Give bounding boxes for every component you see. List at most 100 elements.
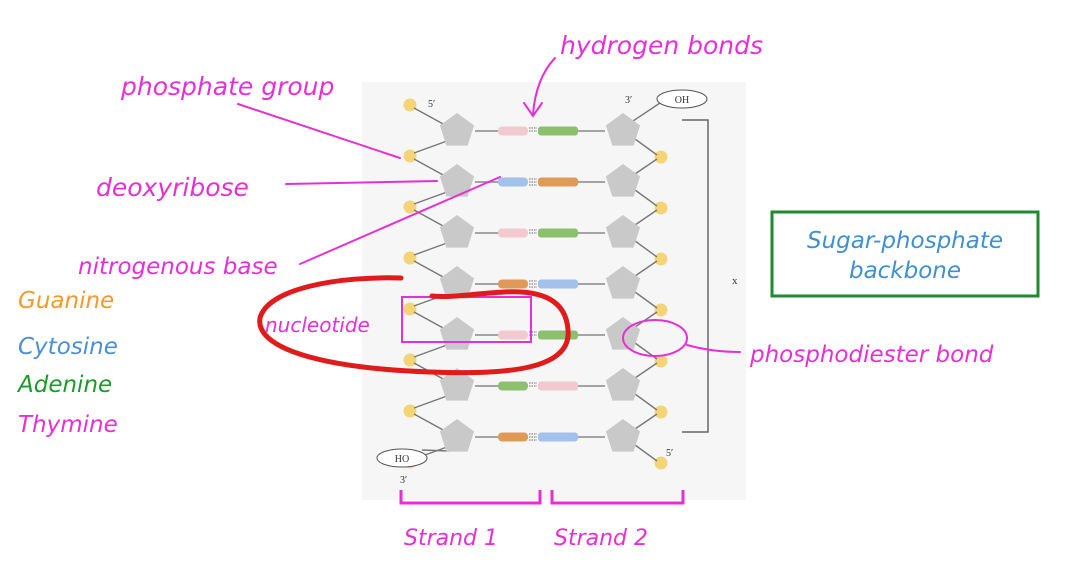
phosphate-left bbox=[403, 302, 417, 316]
base-right-cytosine bbox=[538, 432, 578, 442]
base-right-guanine bbox=[538, 177, 578, 187]
x-mark: x bbox=[732, 275, 738, 287]
bond-right-down bbox=[634, 393, 658, 411]
phosphate-left bbox=[403, 353, 417, 367]
legend-guanine: Guanine bbox=[18, 288, 114, 314]
base-left-adenine bbox=[498, 381, 528, 391]
base-left-cytosine bbox=[498, 177, 528, 187]
base-left-thymine bbox=[498, 126, 528, 136]
sugar-right bbox=[605, 266, 641, 299]
figure-background bbox=[362, 82, 746, 500]
bond-left-bottom bbox=[421, 449, 450, 452]
legend-adenine: Adenine bbox=[16, 372, 112, 398]
ho-label: HO bbox=[395, 454, 409, 465]
deoxyribose-pointer bbox=[285, 180, 438, 185]
phosphate-left bbox=[403, 200, 417, 214]
base-left-guanine bbox=[498, 279, 528, 289]
backbone-box bbox=[770, 210, 1040, 298]
five-prime-label-left: 5′ bbox=[428, 99, 435, 110]
backbone-label-line2: backbone bbox=[849, 258, 961, 284]
nucleotide-label: nucleotide bbox=[265, 313, 370, 337]
legend-thymine: Thymine bbox=[18, 412, 118, 438]
bond-left-down bbox=[413, 311, 446, 330]
bond-right-up bbox=[634, 209, 658, 226]
base-left-guanine bbox=[498, 432, 528, 442]
phosphate-right bbox=[654, 405, 668, 419]
sugar-left bbox=[439, 215, 475, 248]
base-left-thymine bbox=[498, 228, 528, 238]
nitrogenous-base-label: nitrogenous base bbox=[78, 254, 278, 280]
bond-left-up bbox=[413, 242, 448, 256]
five-prime-label-right: 5′ bbox=[666, 448, 673, 459]
strand1-brace bbox=[399, 490, 542, 505]
phosphate-right bbox=[654, 201, 668, 215]
base-right-thymine bbox=[538, 381, 578, 391]
base-right-cytosine bbox=[538, 279, 578, 289]
bond-right-down bbox=[634, 240, 658, 258]
nitrogenous-base-pointer bbox=[299, 176, 501, 265]
phosphodiester-circle bbox=[622, 319, 688, 357]
bond-right-down bbox=[634, 189, 658, 207]
oh-ellipse bbox=[656, 89, 708, 109]
backbone-label-line1: Sugar-phosphate bbox=[807, 228, 1003, 254]
sugar-left bbox=[439, 113, 475, 146]
phosphate-right bbox=[654, 456, 668, 470]
three-prime-label-left: 3′ bbox=[400, 475, 407, 486]
bond-right-up bbox=[634, 311, 658, 328]
dna-strands bbox=[403, 98, 668, 470]
bond-right-down bbox=[634, 444, 658, 462]
sugar-right bbox=[605, 164, 641, 197]
nucleotide-red-outline bbox=[257, 275, 571, 376]
base-right-adenine bbox=[538, 228, 578, 238]
phosphate-left bbox=[403, 149, 417, 163]
base-left-thymine bbox=[498, 330, 528, 340]
phosphate-group-pointer bbox=[237, 103, 401, 159]
deoxyribose-label: deoxyribose bbox=[96, 173, 249, 202]
phosphodiester-pointer bbox=[686, 344, 741, 353]
bond-left-down bbox=[413, 107, 446, 126]
sugar-right bbox=[605, 113, 641, 146]
sugar-left bbox=[439, 368, 475, 401]
phosphodiester-bond-label: phosphodiester bond bbox=[749, 342, 994, 368]
sugar-left bbox=[439, 419, 475, 452]
hydrogen-bonds-label: hydrogen bonds bbox=[560, 31, 763, 60]
bond-left-up bbox=[413, 344, 448, 358]
phosphate-group-label: phosphate group bbox=[120, 72, 334, 101]
ho-ellipse bbox=[376, 448, 428, 468]
bond-left-down bbox=[413, 413, 446, 432]
phosphate-left bbox=[403, 251, 417, 265]
phosphate-left bbox=[403, 404, 417, 418]
bond-right-down bbox=[634, 138, 658, 156]
three-prime-label-right: 3′ bbox=[625, 95, 632, 106]
phosphate-left bbox=[403, 98, 417, 112]
strand-bracket bbox=[682, 119, 709, 433]
bond-left-up bbox=[413, 140, 448, 154]
phosphate-right bbox=[654, 252, 668, 266]
bond-left-up bbox=[413, 395, 448, 409]
bond-left-down bbox=[413, 158, 446, 177]
strand2-label: Strand 2 bbox=[554, 526, 648, 551]
phosphate-right bbox=[654, 150, 668, 164]
legend-cytosine: Cytosine bbox=[18, 334, 118, 360]
bond-right-up bbox=[634, 362, 658, 379]
hydrogen-bonds-arrow bbox=[532, 57, 556, 115]
sugar-right bbox=[605, 215, 641, 248]
oh-label: OH bbox=[675, 95, 689, 106]
phosphate-right bbox=[654, 303, 668, 317]
bond-right-top bbox=[632, 102, 661, 122]
bond-right-up bbox=[634, 413, 658, 430]
strand2-brace bbox=[550, 490, 685, 505]
base-right-adenine bbox=[538, 126, 578, 136]
sugar-right bbox=[605, 368, 641, 401]
hydrogen-bonds-arrowhead bbox=[523, 102, 543, 118]
phosphate-right bbox=[654, 354, 668, 368]
bond-right-down bbox=[634, 291, 658, 309]
bond-left-down bbox=[413, 260, 446, 279]
sugar-left bbox=[439, 266, 475, 299]
bond-right-up bbox=[634, 260, 658, 277]
sugar-left bbox=[439, 164, 475, 197]
base-legend: Guanine Cytosine Adenine Thymine bbox=[16, 288, 118, 438]
strand1-label: Strand 1 bbox=[404, 526, 498, 551]
sugar-right bbox=[605, 419, 641, 452]
